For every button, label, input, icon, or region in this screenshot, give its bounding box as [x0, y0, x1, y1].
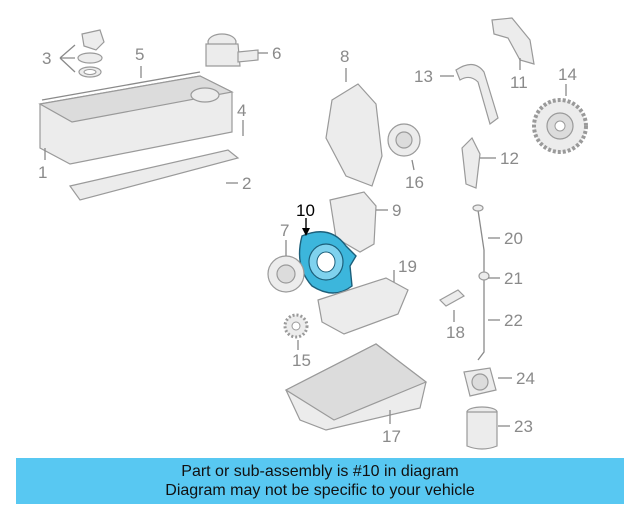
rear-belt-guard-part [461, 136, 481, 189]
banner-line-2: Diagram may not be specific to your vehi… [165, 482, 475, 499]
callout-16: 16 [405, 173, 424, 192]
callout-9: 9 [392, 201, 401, 220]
crank-pulley-part [267, 255, 305, 293]
oil-pump-part [317, 277, 409, 335]
upper-belt-cover-part [491, 17, 535, 65]
info-banner: Part or sub-assembly is #10 in diagram D… [16, 458, 624, 504]
callout-10: 10 [296, 201, 315, 220]
callout-22: 22 [504, 311, 523, 330]
camshaft-sprocket-part [532, 98, 588, 154]
dipstick-part [472, 204, 490, 361]
callout-23: 23 [514, 417, 533, 436]
valve-cover-part [38, 71, 240, 201]
callout-8: 8 [340, 47, 349, 66]
callout-18: 18 [446, 323, 465, 342]
callout-6: 6 [272, 44, 281, 63]
crank-sprocket-part [283, 313, 309, 339]
oil-filter-housing-part [463, 367, 497, 397]
callout-2: 2 [242, 174, 251, 193]
callout-7: 7 [280, 221, 289, 240]
callout-1: 1 [38, 163, 47, 182]
callout-14: 14 [558, 65, 577, 84]
callout-21: 21 [504, 269, 523, 288]
tensioner-pulley-part [387, 123, 421, 157]
callout-3: 3 [42, 49, 51, 68]
banner-line-1: Part or sub-assembly is #10 in diagram [181, 463, 459, 480]
callout-17: 17 [382, 427, 401, 446]
parts-diagram: 3 5 1 2 4 6 8 16 11 13 [38, 17, 588, 450]
sensor-part [439, 289, 465, 307]
callout-24: 24 [516, 369, 535, 388]
oil-filter-part [466, 406, 498, 450]
callout-15: 15 [292, 351, 311, 370]
callout-5: 5 [135, 45, 144, 64]
breather-part [205, 33, 259, 67]
timing-belt-part [455, 63, 499, 126]
oil-filler-cap-part [77, 29, 105, 78]
callout-20: 20 [504, 229, 523, 248]
oil-pan-part [284, 343, 428, 431]
callout-4: 4 [237, 101, 246, 120]
callout-12: 12 [500, 149, 519, 168]
callout-19: 19 [398, 257, 417, 276]
callout-11: 11 [510, 73, 528, 92]
highlighted-part-10 [298, 231, 357, 294]
callout-13: 13 [414, 67, 433, 86]
timing-cover-part [325, 83, 383, 187]
